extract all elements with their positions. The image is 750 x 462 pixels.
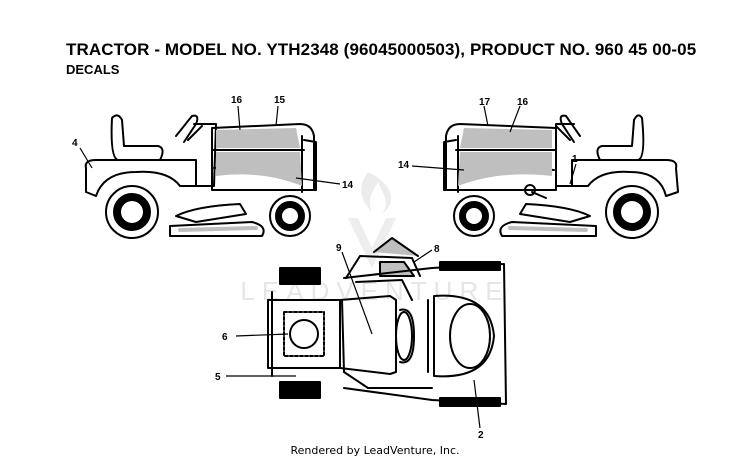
right-front-wheel: [453, 195, 495, 237]
callout-14-left: 14: [342, 180, 354, 191]
callout-16-right: 16: [517, 97, 529, 108]
top-front-wheel-lower: [279, 381, 321, 399]
left-side-tractor: [84, 114, 317, 239]
page-title: TRACTOR - MODEL NO. YTH2348 (96045000503…: [66, 40, 697, 59]
callout-2: 2: [478, 430, 484, 441]
left-front-wheel: [269, 195, 311, 237]
top-seat: [433, 294, 495, 378]
footer-credit: Rendered by LeadVenture, Inc.: [290, 444, 460, 457]
callout-9: 9: [336, 243, 342, 254]
callout-15: 15: [274, 95, 286, 106]
top-rear-body: [343, 263, 507, 405]
callout-4: 4: [72, 138, 78, 149]
right-rear-wheel: [605, 185, 659, 239]
top-front-wheel-upper: [279, 267, 321, 285]
right-steering-wheel: [559, 114, 581, 143]
right-mower-deck: [519, 203, 591, 223]
right-hood: [445, 123, 557, 191]
left-seat: [110, 114, 164, 161]
right-rear-body: [571, 159, 679, 197]
callout-labels: 4 16 15 14 17 16 14 1 8 9 6 5 2: [72, 95, 578, 441]
page-subtitle: DECALS: [66, 62, 120, 77]
right-seat: [596, 114, 645, 161]
callout-6: 6: [222, 332, 228, 343]
left-steering-wheel: [175, 114, 199, 143]
right-side-tractor: [443, 114, 679, 239]
callout-1: 1: [572, 154, 578, 165]
left-rear-wheel: [105, 185, 159, 239]
leader-lines: [79, 105, 577, 429]
left-hood: [211, 123, 315, 191]
top-view-tractor: [267, 237, 507, 407]
left-rear-body: [84, 159, 197, 197]
left-mower-deck: [175, 203, 247, 223]
callout-5: 5: [215, 372, 221, 383]
callout-8: 8: [434, 244, 440, 255]
callout-17: 17: [479, 97, 491, 108]
callout-16-left: 16: [231, 95, 243, 106]
watermark: LEADVENTURE: [240, 172, 503, 306]
callout-14-right: 14: [398, 160, 410, 171]
